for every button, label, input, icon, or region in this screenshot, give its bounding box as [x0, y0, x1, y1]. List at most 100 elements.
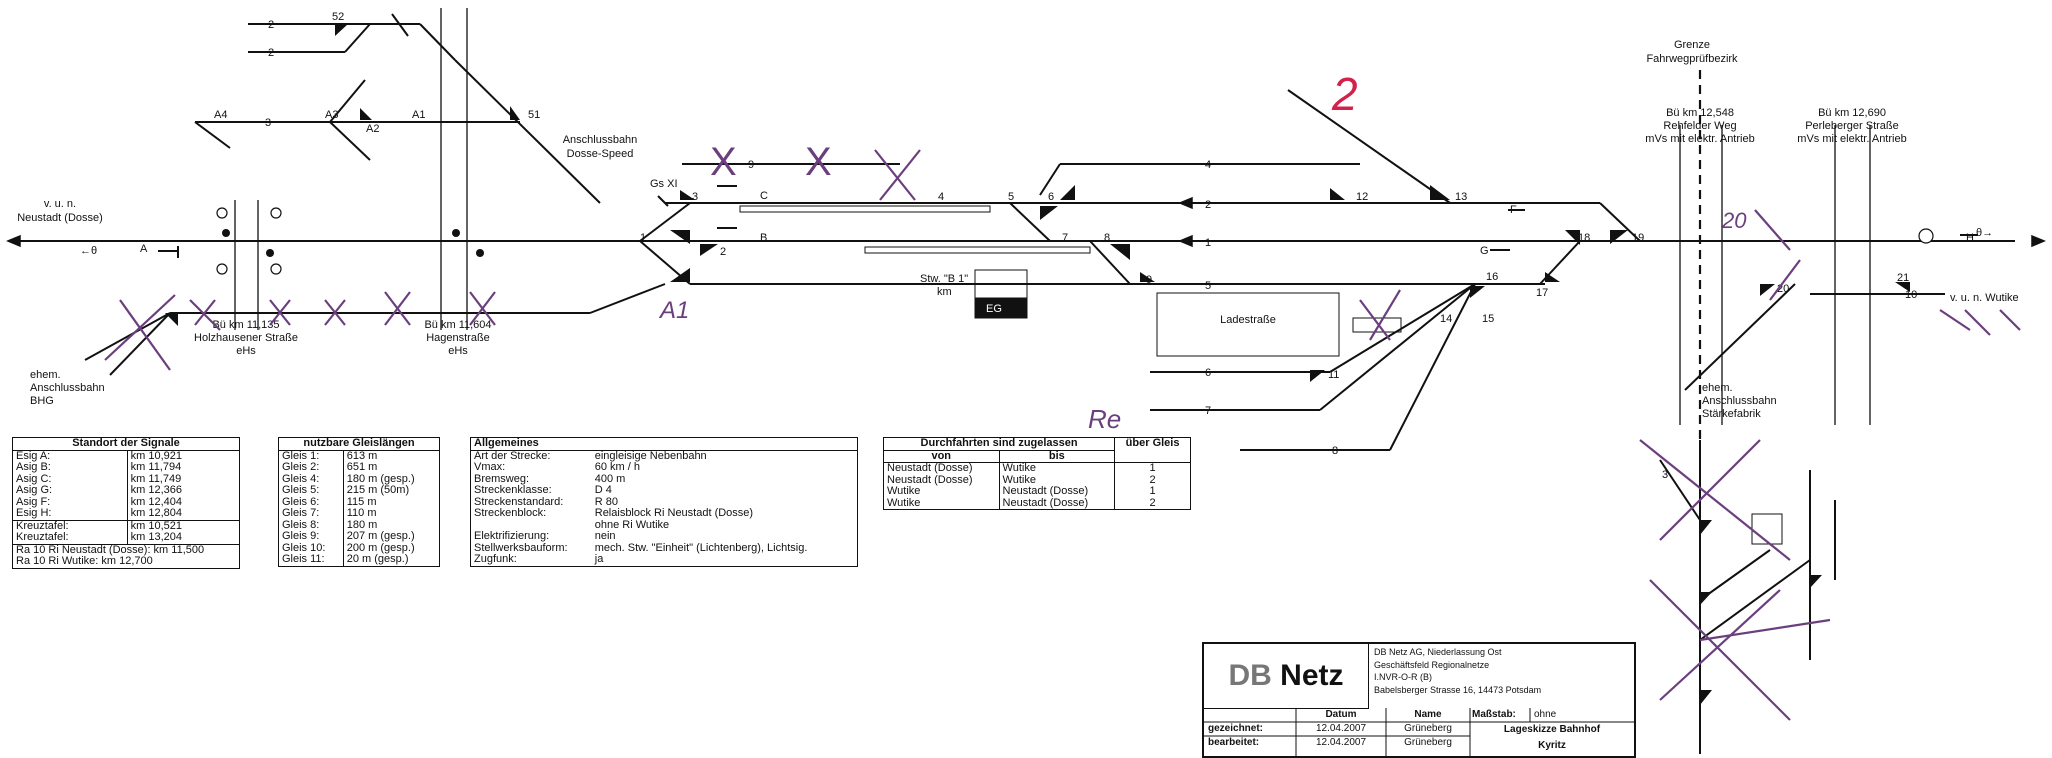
- signal-a1-label: A1: [412, 109, 425, 121]
- handwritten-2: 2: [1331, 68, 1358, 120]
- signal-marks: [158, 13, 1978, 258]
- track-staerke-3-label: 3: [1662, 469, 1668, 481]
- grenze-line-2: Fahrwegprüfbezirk: [1646, 53, 1738, 65]
- signal-locations-title: Standort der Signale: [13, 437, 239, 451]
- ladestrasse-label: Ladestraße: [1220, 314, 1276, 326]
- anschlussbahn-dosse: [454, 59, 601, 204]
- square-marker: [1751, 513, 1783, 545]
- track-6-label: 6: [1205, 367, 1211, 379]
- switch-8: 8: [1104, 232, 1110, 244]
- bearbeitet-date: 12.04.2007: [1315, 737, 1367, 748]
- col-bis: bis: [998, 449, 1115, 463]
- switch-6: 6: [1048, 191, 1054, 203]
- ehem-staerke-2: Anschlussbahn: [1702, 395, 1777, 407]
- bue-perleberger-3: mVs mit elektr. Antrieb: [1797, 133, 1906, 145]
- bue-perleberger-2: Perleberger Straße: [1805, 120, 1899, 132]
- track-5-label: 5: [1205, 280, 1211, 292]
- switch-3: 3: [692, 191, 698, 203]
- switch-2: 2: [720, 246, 726, 258]
- track-lengths-title: nutzbare Gleislängen: [279, 437, 439, 451]
- switch-9: 9: [1146, 274, 1152, 286]
- eg-label: EG: [986, 303, 1002, 315]
- platform-1: [739, 205, 991, 213]
- col-massstab: Maßstab:: [1472, 709, 1516, 720]
- bue-hagen-2: Hagenstraße: [426, 332, 490, 344]
- col-von: von: [884, 449, 1000, 463]
- drawing-title-2: Kyritz: [1538, 740, 1566, 751]
- track-2-label: 2: [1205, 199, 1211, 211]
- bue-hagen-1: Bü km 11,604: [424, 319, 491, 331]
- title-block: DB Netz DB Netz AG, Niederlassung Ost Ge…: [1202, 642, 1636, 758]
- switch-wedges: [165, 24, 1910, 705]
- db-netz-logo: DB Netz: [1204, 644, 1369, 709]
- track-4-label: 4: [1205, 159, 1211, 171]
- signal-gs-xi: [657, 195, 669, 207]
- signal-a2-label: A2: [366, 123, 379, 135]
- ehem-bhg-2: Anschlussbahn: [30, 382, 105, 394]
- track-52-upper-label: 2: [268, 19, 274, 31]
- anschluss-dosse-1: Anschlussbahn: [563, 134, 638, 146]
- track-1-label: 1: [1205, 237, 1211, 249]
- bue-holzhausener-3: eHs: [236, 345, 256, 357]
- neustadt-line-2: Neustadt (Dosse): [17, 212, 103, 224]
- track-8-label: 8: [1332, 445, 1338, 457]
- switch-13: 13: [1455, 191, 1467, 203]
- general-info-table: Allgemeines Art der Strecke:eingleisige …: [470, 437, 858, 567]
- switch-11: 11: [1328, 369, 1339, 381]
- bue-holzhausener-2: Holzhausener Straße: [194, 332, 298, 344]
- ladestrasse-box: [1156, 292, 1340, 357]
- switch-51: 51: [528, 109, 540, 121]
- general-info-title: Allgemeines: [471, 437, 857, 451]
- handwritten-a1: A1: [658, 297, 689, 324]
- bue-rehfelder-3: mVs mit elektr. Antrieb: [1645, 133, 1754, 145]
- col-name: Name: [1414, 709, 1442, 720]
- address-block: DB Netz AG, Niederlassung Ost Geschäftsf…: [1374, 647, 1542, 695]
- durchfahrten-title: Durchfahrten sind zugelassen: [920, 437, 1078, 449]
- switch-16: 16: [1486, 271, 1498, 283]
- track-10-label: 10: [1905, 289, 1917, 301]
- eg-box: [974, 297, 1028, 319]
- crossing-dots: [222, 229, 484, 257]
- signal-c-label: C: [760, 190, 768, 202]
- switch-7: 7: [1062, 232, 1068, 244]
- col-gleis: über Gleis: [1114, 437, 1190, 463]
- ehem-staerke-3: Stärkefabrik: [1702, 408, 1761, 420]
- gezeichnet-name: Grüneberg: [1404, 723, 1452, 734]
- wutike-label: v. u. n. Wutike: [1950, 292, 2019, 304]
- col-datum: Datum: [1325, 709, 1357, 720]
- gezeichnet-label: gezeichnet:: [1208, 723, 1264, 734]
- bue-holzhausener-1: Bü km 11,135: [212, 319, 279, 331]
- ehem-bhg-1: ehem.: [30, 369, 61, 381]
- stw-b1-line-1: Stw. "B 1": [920, 273, 968, 285]
- handwritten-annotations: 2 A1 Re 20 X X: [658, 68, 1747, 434]
- theta-right: θ→: [1976, 227, 1993, 239]
- crossing-lines: [234, 8, 1871, 425]
- handwritten-strokes: [104, 149, 2021, 721]
- track-lines: [10, 23, 2015, 754]
- neustadt-line-1: v. u. n.: [44, 198, 76, 210]
- bearbeitet-name: Grüneberg: [1404, 737, 1452, 748]
- bue-rehfelder-2: Rehfelder Weg: [1663, 120, 1736, 132]
- track-7-label: 7: [1205, 405, 1211, 417]
- cross-mark: X: [805, 140, 832, 184]
- track-3-label: 3: [265, 117, 271, 129]
- ehem-bhg: [109, 312, 171, 376]
- cross-mark: X: [710, 140, 737, 184]
- bearbeitet-label: bearbeitet:: [1208, 737, 1260, 748]
- switch-52: 52: [332, 11, 344, 23]
- track-9-label: 9: [748, 159, 754, 171]
- switch-1: 1: [640, 232, 646, 244]
- signal-locations-table: Standort der Signale Esig A:km 10,921 As…: [12, 437, 240, 569]
- bue-hagen-3: eHs: [448, 345, 468, 357]
- stw-b1-line-2: km: [937, 286, 952, 298]
- handwritten-20: 20: [1721, 208, 1747, 233]
- switch-4: 4: [938, 191, 944, 203]
- track-numbers: 1 2 3 4 5 6 7 8 9 10 2 2 3: [265, 19, 1917, 481]
- platforms: [739, 205, 1783, 545]
- ehem-bhg-3: BHG: [30, 395, 54, 407]
- theta-left: ←θ: [80, 245, 97, 257]
- signal-g-label: G: [1480, 245, 1489, 257]
- switch-17: 17: [1536, 287, 1548, 299]
- durchfahrten-table: Durchfahrten sind zugelassen über Gleis …: [883, 437, 1191, 510]
- platform-2: [864, 246, 1091, 254]
